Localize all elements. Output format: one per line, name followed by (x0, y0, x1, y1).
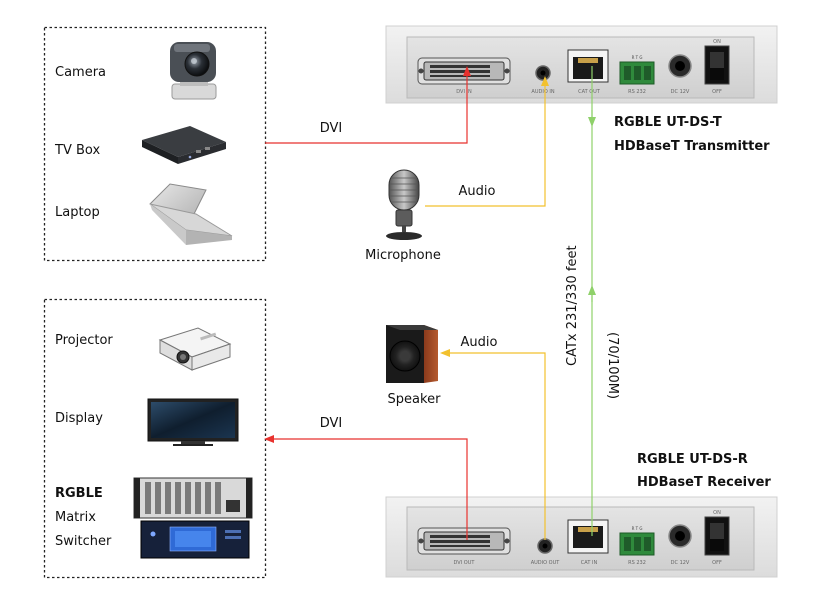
laptop-label: Laptop (55, 205, 100, 220)
receiver-off-label: OFF (712, 560, 722, 566)
receiver-unit: DVI OUT AUDIO OUT CAT IN R T G RS 232 DC… (385, 496, 778, 578)
transmitter-power-switch (704, 45, 730, 85)
receiver-power-switch (704, 516, 730, 556)
speaker-icon (386, 325, 438, 383)
projector-icon (158, 327, 232, 371)
display-icon (147, 398, 239, 446)
transmitter-dvi-port-label: DVI IN (456, 89, 472, 95)
matrix-label-line3: Switcher (55, 534, 112, 549)
receiver-dvi-port-label: DVI OUT (454, 560, 476, 566)
transmitter-rs232-label: RS 232 (628, 89, 646, 95)
dvi-input-label: DVI (320, 121, 343, 136)
camera-icon (170, 42, 217, 100)
dvi-input-line (265, 66, 471, 144)
receiver-model: RGBLE UT-DS-R (637, 452, 748, 467)
matrix-label-line1: RGBLE (55, 486, 103, 501)
receiver-rs232-label: RS 232 (628, 560, 646, 566)
source-devices-box (43, 26, 267, 262)
speaker-label: Speaker (388, 392, 442, 407)
microphone-label: Microphone (365, 248, 441, 263)
matrix-switcher-icon (133, 477, 253, 559)
transmitter-cat-port-label: CAT OUT (578, 89, 601, 95)
transmitter-model: RGBLE UT-DS-T (614, 115, 722, 130)
dvi-output-label: DVI (320, 416, 343, 431)
camera-label: Camera (55, 65, 106, 80)
audio-input-line (425, 76, 549, 207)
transmitter-dc-label: DC 12V (671, 89, 690, 95)
receiver-type: HDBaseT Receiver (637, 475, 771, 490)
catx-distance-label: CATx 231/330 feet (565, 245, 580, 366)
projector-label: Projector (55, 333, 113, 348)
audio-output-label: Audio (461, 335, 498, 350)
receiver-rs232-terminal (619, 532, 655, 556)
display-label: Display (55, 411, 103, 426)
catx-speed-label: (70/100M) (605, 332, 620, 399)
transmitter-rs232-terminal (619, 61, 655, 85)
laptop-icon (149, 183, 233, 245)
dvi-output-line (264, 435, 468, 540)
receiver-dc-label: DC 12V (671, 560, 690, 566)
svg-text:R T G: R T G (632, 55, 643, 60)
transmitter-type: HDBaseT Transmitter (614, 139, 770, 154)
matrix-label-line2: Matrix (55, 510, 96, 525)
svg-text:R T G: R T G (632, 526, 643, 531)
receiver-on-label: ON (713, 510, 721, 516)
tv-box-label: TV Box (54, 143, 100, 158)
transmitter-on-label: ON (713, 39, 721, 45)
receiver-dvi-port (417, 527, 511, 555)
audio-input-label: Audio (459, 184, 496, 199)
tv-box-icon (142, 126, 226, 164)
transmitter-cat-port (567, 49, 609, 83)
receiver-audio-port-label: AUDIO OUT (531, 560, 561, 566)
transmitter-off-label: OFF (712, 89, 722, 95)
transmitter-unit: DVI IN AUDIO IN CAT OUT R T G RS 232 DC … (385, 25, 778, 104)
audio-output-line (440, 349, 546, 540)
transmitter-dvi-port (417, 57, 511, 85)
receiver-cat-port (567, 519, 609, 554)
microphone-icon (386, 169, 422, 240)
transmitter-audio-port-label: AUDIO IN (531, 89, 554, 95)
receiver-cat-port-label: CAT IN (581, 560, 598, 566)
